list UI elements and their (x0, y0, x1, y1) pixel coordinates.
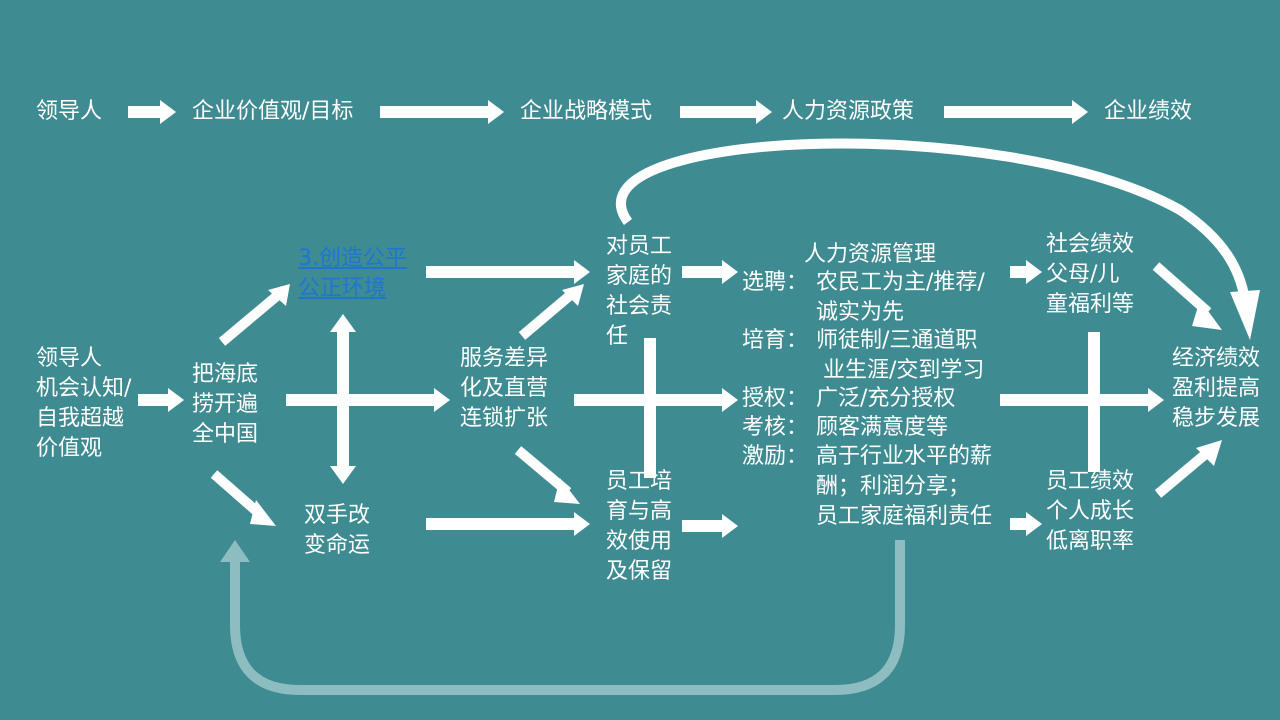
arrow-social-econ-head (1192, 300, 1222, 330)
arrow-service-family (518, 288, 578, 340)
arrow-nationwide-service (286, 388, 450, 412)
service-block: 服务差异 化及直营 连锁扩张 (460, 346, 549, 431)
curved-arrow-top-head (1230, 290, 1260, 340)
train-label: 培育： (742, 328, 809, 353)
top-flow-arrows (128, 100, 1088, 124)
top-arrow-3 (680, 100, 772, 124)
fair-environment-link[interactable]: 3.创造公平 公正环境 (298, 246, 407, 301)
nationwide-block: 把海底 捞开遍 全中国 (192, 362, 259, 447)
feedback-arrow-head (220, 540, 250, 562)
arrow-nationwide-fair (218, 286, 288, 346)
family-responsibility-block: 对员工 家庭的 社会责 任 (606, 234, 673, 349)
top-hr-policy-label: 人力资源政策 (782, 99, 915, 124)
arrow-change-train (426, 512, 590, 536)
vertical-line-center (644, 338, 656, 478)
economic-performance-block: 经济绩效 盈利提高 稳步发展 (1172, 346, 1261, 431)
top-values-label: 企业价值观/目标 (192, 99, 354, 124)
arrow-leader-nationwide (138, 388, 184, 412)
top-arrow-1 (128, 100, 176, 124)
vertical-line-right (1088, 332, 1100, 472)
top-performance-label: 企业绩效 (1104, 99, 1193, 124)
curved-arrow-top (616, 138, 1250, 301)
arrow-nationwide-fair-head (268, 284, 290, 306)
train-text: 师徒制/三通道职 业生涯/交到学习 (816, 328, 985, 383)
top-arrow-2 (380, 100, 504, 124)
auth-text: 广泛/充分授权 (816, 386, 956, 411)
auth-label: 授权： (742, 386, 809, 411)
recruit-text: 农民工为主/推荐/ 诚实为先 (816, 270, 985, 325)
top-arrow-4 (944, 100, 1088, 124)
arrow-staffperf-econ (1154, 448, 1212, 498)
social-performance-block: 社会绩效 父母/儿 童福利等 (1046, 232, 1135, 317)
top-strategy-label: 企业战略模式 (520, 99, 653, 124)
incentive-label: 激励： (742, 444, 809, 469)
arrow-hrm-social (1010, 260, 1042, 284)
change-fate-block: 双手改 变命运 (304, 503, 371, 558)
top-leader-label: 领导人 (36, 99, 103, 124)
feedback-arrow (230, 540, 905, 695)
arrow-staffperf-econ-head (1196, 440, 1222, 466)
arrow-hrm-staffperf (1010, 512, 1042, 536)
arrow-service-family-head (562, 284, 584, 306)
recruit-label: 选聘： (742, 270, 809, 295)
double-arrow-vertical-1-bottom (330, 466, 356, 484)
hrm-title: 人力资源管理 (804, 242, 937, 267)
staff-performance-block: 员工绩效 个人成长 低离职率 (1046, 469, 1135, 554)
leader-block: 领导人 机会认知/ 自我超越 价值观 (36, 346, 132, 461)
arrow-train-hrm (682, 514, 738, 538)
double-arrow-vertical-1 (337, 330, 349, 470)
arrow-fair-family (426, 260, 590, 284)
arrow-hrm-econ (1000, 388, 1164, 412)
incentive-text: 高于行业水平的薪 酬；利润分享； 员工家庭福利责任 (816, 444, 993, 529)
arrow-family-hrm (682, 260, 738, 284)
staff-training-block: 员工培 育与高 效使用 及保留 (606, 469, 673, 584)
arrow-nationwide-change-head (250, 500, 276, 526)
double-arrow-vertical-1-top (330, 314, 356, 332)
assess-text: 顾客满意度等 (816, 415, 949, 440)
assess-label: 考核： (742, 415, 809, 440)
arrow-service-train-head (554, 478, 580, 504)
